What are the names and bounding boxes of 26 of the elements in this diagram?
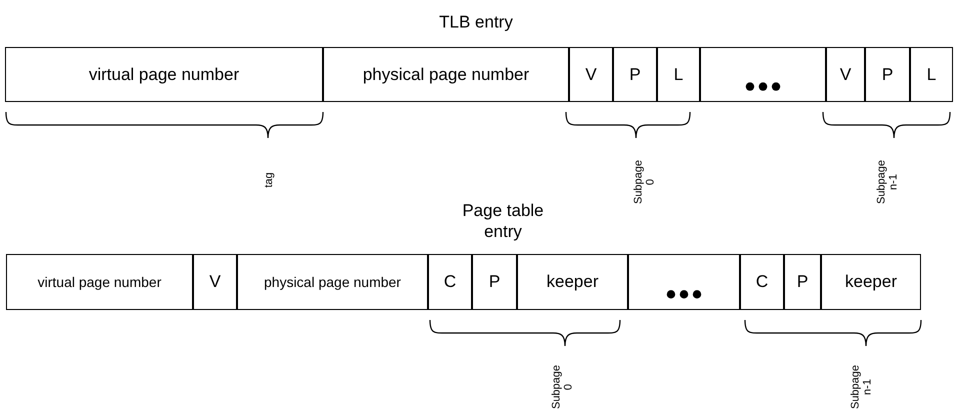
ellipsis-cell (628, 254, 740, 310)
field-label: P (629, 64, 641, 84)
field-label: L (674, 64, 684, 84)
field-label: V (840, 64, 852, 84)
field-label: virtual page number (38, 274, 162, 290)
brace-label: Subpage n-1 (876, 160, 900, 204)
brace-label: Subpage 0 (551, 364, 575, 410)
field-label: V (209, 272, 221, 292)
entry-title: Page table entry (461, 200, 545, 242)
field-label: keeper (845, 272, 897, 292)
field-label: P (488, 272, 500, 292)
field-label: virtual page number (88, 64, 240, 84)
brace-label: Subpage n-1 (850, 364, 874, 410)
ellipsis-cell (700, 47, 826, 102)
field-label: C (444, 272, 456, 292)
field-label: C (756, 272, 768, 292)
brace-label: tag (264, 172, 276, 188)
field-label: physical page number (362, 64, 530, 84)
field-label: V (585, 64, 597, 84)
brace-label: Subpage 0 (633, 160, 657, 204)
field-label: P (882, 64, 894, 84)
entry-title: TLB entry (438, 11, 514, 33)
field-label: keeper (546, 272, 598, 292)
field-label: physical page number (264, 274, 401, 290)
field-label: L (926, 64, 936, 84)
field-label: P (796, 272, 808, 292)
